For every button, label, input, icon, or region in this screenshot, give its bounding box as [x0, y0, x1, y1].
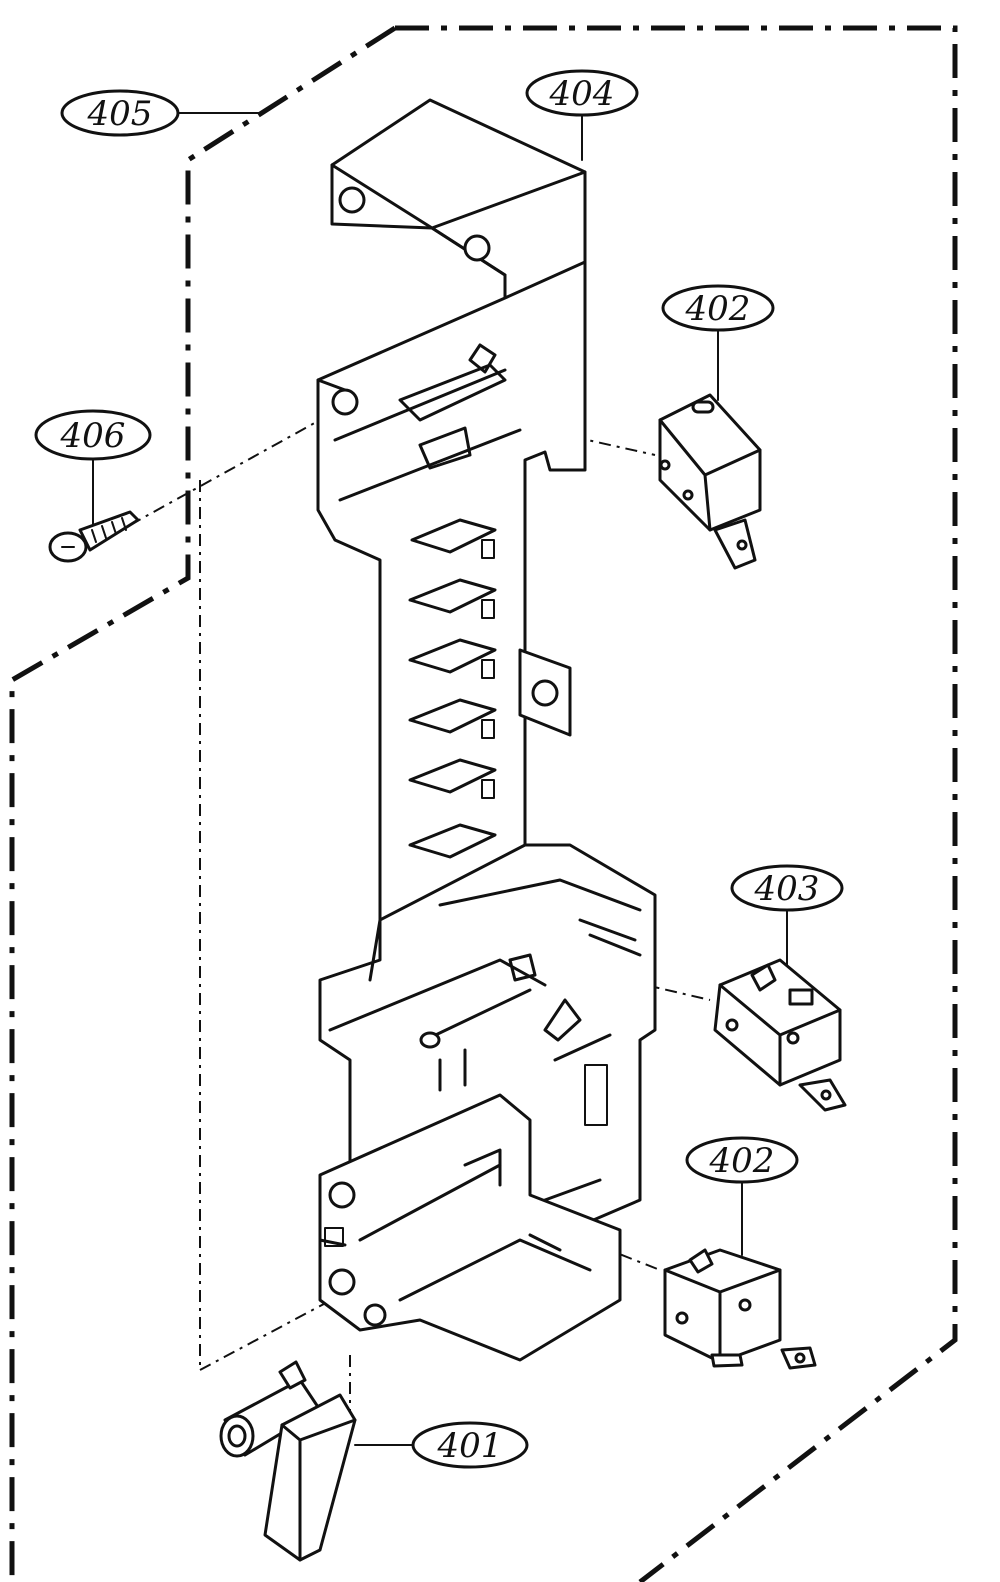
callout-402-bottom-label: 402	[709, 1141, 775, 1181]
callout-402-top-label: 402	[685, 289, 751, 329]
assembly-boundary-left	[9, 25, 397, 1582]
latch-slots	[408, 518, 497, 859]
callout-401-label: 401	[437, 1426, 503, 1466]
callout-405-label: 405	[87, 94, 153, 134]
callout-403: 403	[730, 864, 844, 912]
microswitch-402-top	[658, 393, 762, 570]
callout-406: 406	[34, 409, 152, 461]
microswitch-403	[713, 958, 847, 1112]
callout-405: 405	[60, 89, 180, 137]
latch-lever-401	[219, 1360, 357, 1562]
leader-lines	[92, 112, 788, 1446]
callout-403-label: 403	[754, 869, 820, 909]
screw-406	[48, 510, 140, 563]
callout-402-bottom: 402	[685, 1136, 799, 1184]
microswitch-402-bottom	[663, 1248, 817, 1370]
callout-401: 401	[411, 1421, 529, 1469]
latch-board-404	[316, 98, 657, 1362]
callout-404: 404	[525, 69, 639, 117]
callout-406-label: 406	[60, 416, 126, 456]
callout-402-top: 402	[661, 284, 775, 332]
assembly-boundary-405	[395, 25, 958, 1582]
callout-404-label: 404	[549, 74, 615, 114]
